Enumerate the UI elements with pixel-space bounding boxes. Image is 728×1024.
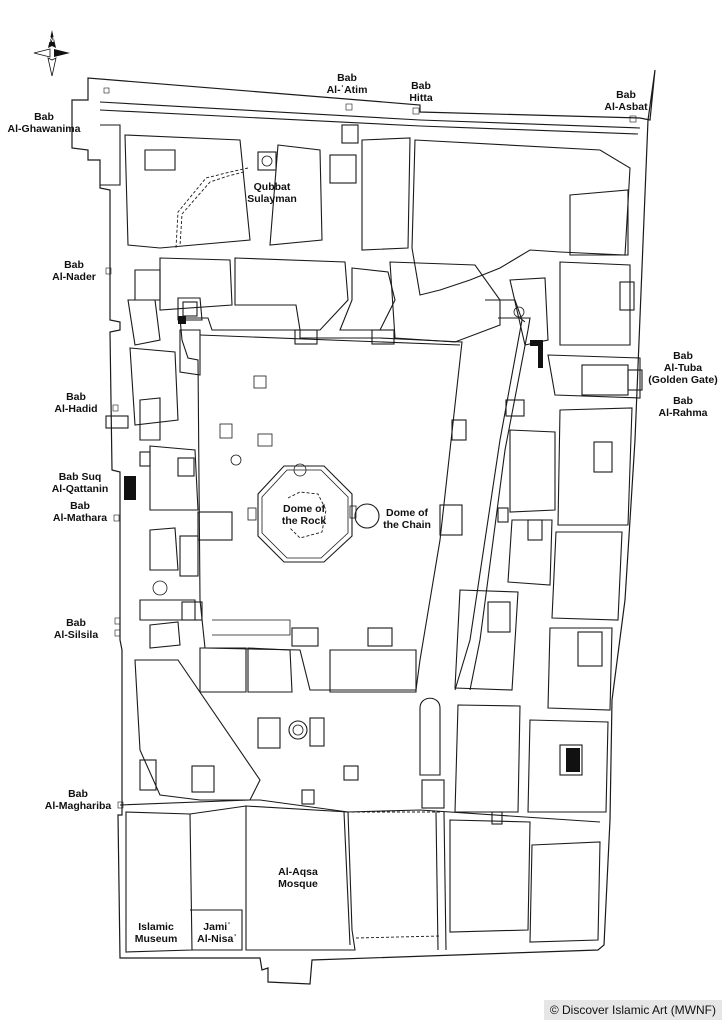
- label-qubbat-sulayman: Qubbat Sulayman: [247, 181, 297, 205]
- svg-text:N: N: [49, 37, 54, 44]
- gate-label-tuba: Bab Al-Tuba (Golden Gate): [648, 350, 718, 386]
- label-islamic-museum: Islamic Museum: [134, 921, 178, 945]
- label-dome-of-the-chain: Dome of the Chain: [383, 507, 431, 531]
- gate-label-mathara: Bab Al-Mathara: [52, 500, 108, 524]
- gate-label-suq-qattanin: Bab Suq Al-Qattanin: [51, 471, 109, 495]
- al-aqsa-mosque-footprint: [245, 805, 356, 951]
- platform: [179, 317, 463, 691]
- gate-label-hadid: Bab Al-Hadid: [54, 391, 98, 415]
- label-jami-al-nisa: Jamiʿ Al-Nisaʾ: [197, 921, 237, 945]
- gate-markers: [103, 87, 637, 809]
- compass-rose-icon: N: [33, 30, 70, 77]
- gate-label-atim: Bab Al-ʿAtim: [326, 72, 368, 96]
- copyright-credit: © Discover Islamic Art (MWNF): [543, 1000, 722, 1020]
- gate-label-nader: Bab Al-Nader: [52, 259, 96, 283]
- label-dome-of-the-rock: Dome of the Rock: [281, 503, 327, 527]
- gate-label-magharibа: Bab Al-Magharibа: [44, 788, 112, 812]
- gate-label-ghawanima: Bab Al-Ghawanima: [7, 111, 81, 135]
- gate-label-asbat: Bab Al-Asbat: [604, 89, 648, 113]
- dome-of-the-rock-footprint: [257, 465, 353, 563]
- gate-label-rahma: Bab Al-Rahma: [658, 395, 708, 419]
- label-al-aqsa-mosque: Al-Aqsa Mosque: [278, 866, 318, 890]
- gate-label-silsila: Bab Al-Silsila: [53, 617, 99, 641]
- dome-of-the-chain-footprint: [354, 503, 380, 529]
- gate-label-hitta: Bab Hitta: [409, 80, 433, 104]
